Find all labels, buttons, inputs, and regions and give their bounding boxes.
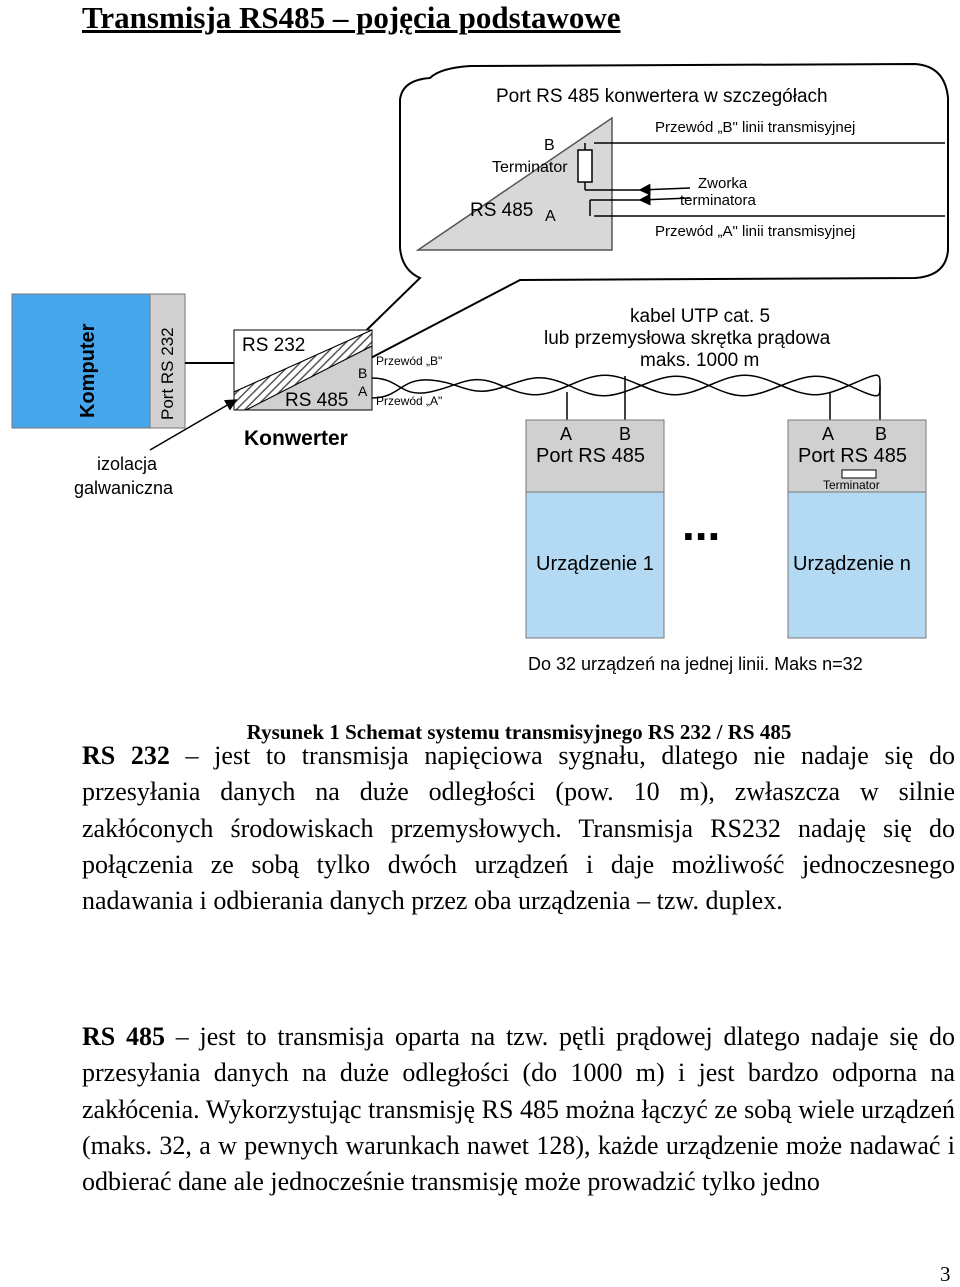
cable-label-3: maks. 1000 m [640,350,759,371]
bubble-port-triangle [415,116,613,251]
device-1-port-label: Port RS 485 [536,445,645,467]
term-rs232: RS 232 [82,741,170,770]
wire-a-label: Przewód „A" [376,394,442,408]
bubble-wire-a-label: Przewód „A" linii transmisyjnej [655,223,855,240]
paragraph-rs232: RS 232 – jest to transmisja napięciowa s… [82,738,955,919]
paragraph-rs485-text: – jest to transmisja oparta na tzw. pętl… [82,1022,955,1197]
device-n-terminator-label: Terminator [823,478,880,492]
jumper-label-1: Zworka [698,175,748,192]
device-n-body [787,491,927,639]
bubble-terminator-label: Terminator [492,159,568,176]
paragraph-rs232-text: – jest to transmisja napięciowa sygnału,… [82,741,955,916]
cable-label-2: lub przemysłowa skrętka prądowa [544,328,831,349]
devices-ellipsis: ... [682,498,720,550]
converter-rs485-label: RS 485 [285,390,348,411]
twisted-pair-wire-1 [371,374,881,396]
converter-rs232-label: RS 232 [242,335,305,356]
device-n-a-label: A [822,424,834,444]
device-n-port-label: Port RS 485 [798,445,907,467]
jumper-label-2: terminatora [680,192,757,209]
term-rs485: RS 485 [82,1022,165,1051]
device-n-name: Urządzenie n [793,553,911,575]
wire-b-label: Przewód „B" [376,354,442,368]
device-n-b-label: B [875,424,887,444]
converter-label: Konwerter [244,427,348,450]
device-1-name: Urządzenie 1 [536,553,654,575]
bubble-wire-b-label: Przewód „B" linii transmisyjnej [655,119,855,136]
computer-box [11,293,151,429]
computer-port-rs232 [149,293,186,429]
bubble-a-label: A [545,208,556,225]
isolation-label-1: izolacja [97,454,158,474]
device-n-terminator-resistor [841,469,877,479]
figure-caption: Rysunek 1 Schemat systemu transmisyjnego… [246,720,792,744]
device-1-b-label: B [619,424,631,444]
converter-a-label: A [358,383,368,399]
device-1-port [525,419,665,493]
device-1-body [525,491,665,639]
bubble-rs485-label: RS 485 [470,200,533,221]
device-count-note: Do 32 urządzeń na jednej linii. Maks n=3… [528,654,863,674]
page-title: Transmisja RS485 – pojęcia podstawowe [82,0,621,35]
computer-port-label: Port RS 232 [158,327,177,420]
isolation-label-2: galwaniczna [74,478,174,498]
paragraph-rs485: RS 485 – jest to transmisja oparta na tz… [82,1019,955,1200]
cable-label-1: kabel UTP cat. 5 [630,306,770,327]
page-number: 3 [940,1262,951,1286]
computer-label: Komputer [77,323,99,418]
rs232-rs485-diagram: Port RS 485 konwertera w szczegółach Prz… [11,62,949,674]
detail-bubble [299,62,949,396]
bubble-b-label: B [544,137,555,154]
converter-b-label: B [358,365,367,381]
twisted-pair-wire-2 [371,375,881,399]
terminator-resistor [577,149,593,183]
bubble-title: Port RS 485 konwertera w szczegółach [496,86,828,107]
device-1-a-label: A [560,424,572,444]
